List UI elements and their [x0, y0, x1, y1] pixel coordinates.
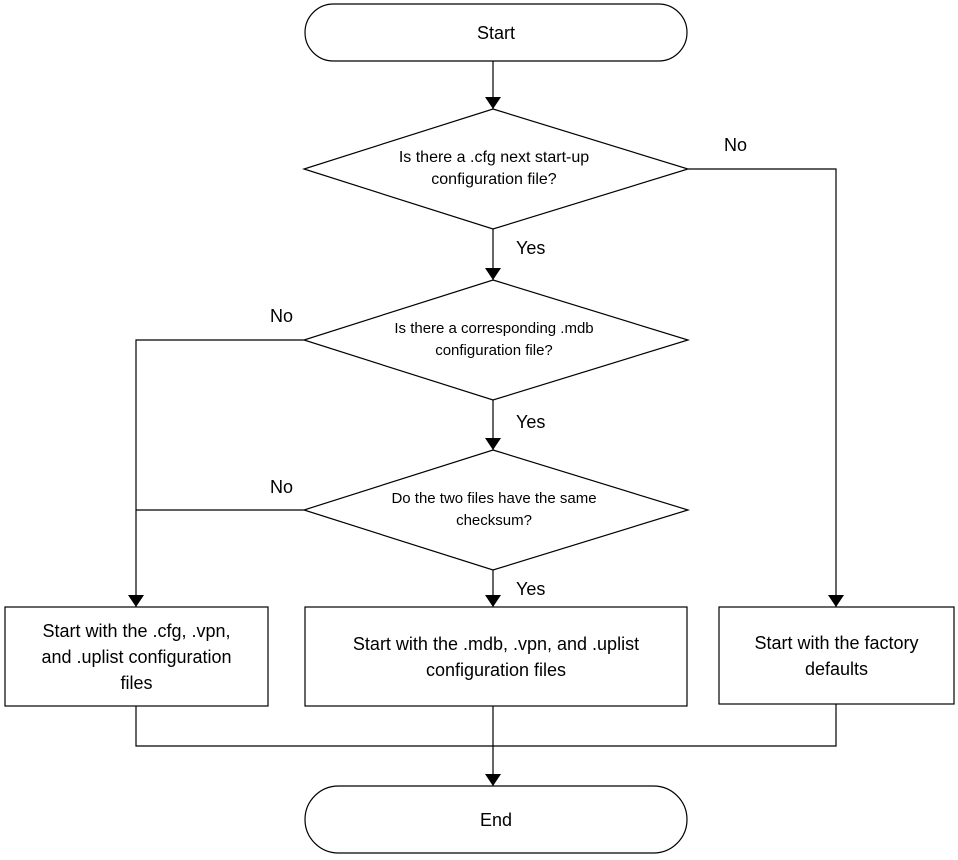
process-cfg-box: [4, 606, 269, 707]
decision-cfg-no-label: No: [724, 135, 748, 155]
decision-checksum-yes-label: Yes: [516, 579, 546, 599]
process-cfg-text: Start with the .cfg, .vpn, and .uplist c…: [41, 620, 232, 693]
connector-process-factory-end: [493, 704, 837, 747]
decision-checksum-no-label: No: [270, 477, 294, 497]
decision-checksum-text: Do the two files have the same checksum?: [391, 490, 597, 529]
end-label: End: [479, 809, 513, 830]
process-mdb-box: [304, 606, 688, 707]
start-terminator: [304, 3, 688, 62]
decision-cfg-yes-label: Yes: [516, 238, 546, 258]
start-label: Start: [476, 22, 515, 43]
decision-mdb-yes-label: Yes: [516, 412, 546, 432]
process-factory-text: Start with the factory defaults: [754, 632, 919, 679]
connector-process-cfg-end: [135, 706, 493, 747]
decision-mdb-no-label: No: [270, 306, 294, 326]
end-terminator: [304, 785, 688, 854]
connector-decision1-no: [688, 168, 844, 607]
process-mdb-text: Start with the .mdb, .vpn, and .uplist c…: [352, 633, 640, 680]
decision-mdb-text: Is there a corresponding .mdb configurat…: [394, 320, 594, 359]
decision-cfg-text: Is there a .cfg next start-up configurat…: [398, 149, 590, 188]
connector-decision2-no: [128, 339, 304, 607]
